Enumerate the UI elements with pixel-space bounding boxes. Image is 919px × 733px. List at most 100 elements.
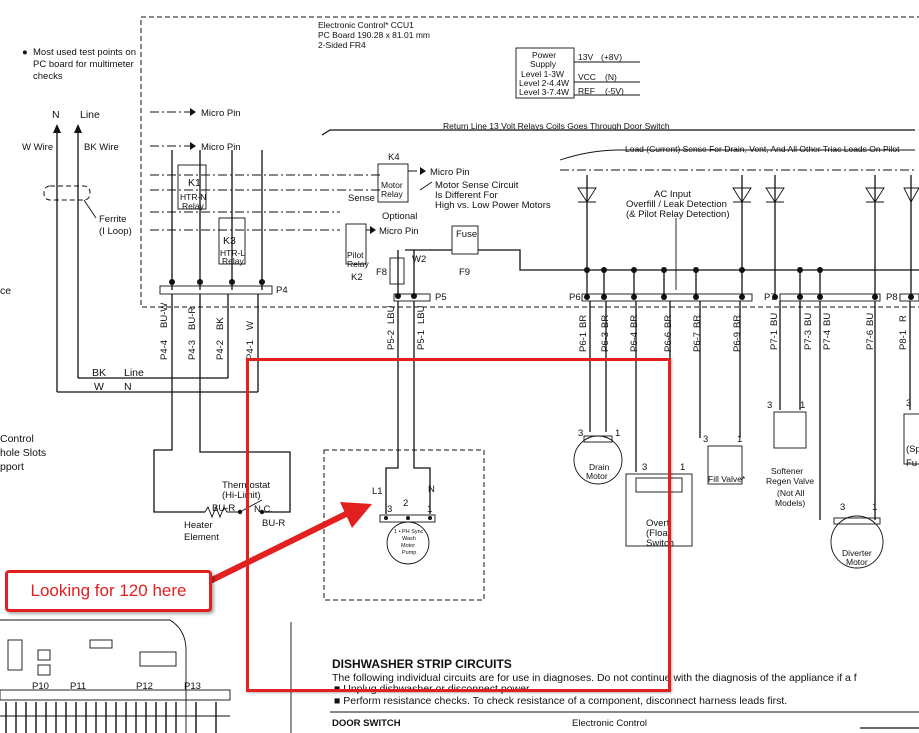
diverter-label-1: Diverter xyxy=(842,548,872,558)
softener-pin-1: 1 xyxy=(800,400,805,411)
cut-text-ce: ce xyxy=(0,285,11,297)
ps-line-3: Level 1-3W xyxy=(521,69,564,79)
pump-line-2: Wash xyxy=(402,536,416,542)
p6-label: P6 xyxy=(569,292,581,303)
note-bullet: ● xyxy=(22,47,28,58)
overfill-label-2: (Float xyxy=(646,528,671,539)
k3-label: K3 xyxy=(223,235,236,247)
control-board: Electronic Control* CCU1 PC Board 190.28… xyxy=(140,16,919,308)
f8-label: F8 xyxy=(376,267,387,278)
highlight-box xyxy=(246,358,671,692)
cut-text-pport: pport xyxy=(0,461,24,473)
pin-p5-1: P5-1 xyxy=(416,330,427,350)
pump-motor xyxy=(386,521,430,565)
pin-p6-7: P6-7 xyxy=(692,332,703,352)
p4-connector xyxy=(159,285,273,295)
motor-sense-3: High vs. Low Power Motors xyxy=(435,200,551,211)
pin-p7-3-color: BU xyxy=(803,313,814,326)
strip-col-2: Electronic Control xyxy=(572,718,647,729)
k1-relay xyxy=(177,164,207,210)
pin-p6-9: P6-9 xyxy=(732,332,743,352)
k2-box-2: Relay xyxy=(347,259,369,269)
overfill-pin-1: 1 xyxy=(680,462,685,473)
softener-pin-3: 3 xyxy=(767,400,772,411)
pin-p6-6-color: BR xyxy=(663,315,674,328)
pin-p7-3: P7-3 xyxy=(803,330,814,350)
pin-p4-4-color: BU-W xyxy=(159,303,170,328)
pin-p7-4: P7-4 xyxy=(822,330,833,350)
nc-label: N.C. xyxy=(254,504,273,515)
rail-ref-value: (-5V) xyxy=(605,86,624,96)
pin-p7-1: P7-1 xyxy=(769,330,780,350)
drain-pin-1: 1 xyxy=(615,428,620,439)
pump-pin-2: 2 xyxy=(403,498,408,509)
k1-box-2: Relay xyxy=(182,201,204,211)
pin-p6-4-color: BR xyxy=(629,315,640,328)
n2-label: N xyxy=(124,381,132,393)
motor-sense-2: Is Different For xyxy=(435,190,498,201)
ferrite-bead xyxy=(43,185,91,201)
k4-box-2: Relay xyxy=(381,189,403,199)
fill-pin-3: 3 xyxy=(703,434,708,445)
overfill-box xyxy=(625,473,693,547)
annotation-arrow xyxy=(209,502,372,583)
board-internals: Micro Pin Micro Pin K1 HTR-N Relay K3 HT… xyxy=(150,108,919,303)
ac-input-1: AC Input xyxy=(654,189,691,200)
annotation-callout: Looking for 120 here xyxy=(5,570,212,612)
pump-pin-3: 3 xyxy=(387,504,392,515)
cut-right-component: 3 (Sp Fu xyxy=(903,398,919,469)
fill-valve: 3 1 Fill Valve* xyxy=(703,434,746,485)
f8-fuse xyxy=(389,257,405,285)
pin-p6-9-color: BR xyxy=(732,315,743,328)
p6-connector xyxy=(581,293,753,302)
cut-right-pin: 3 xyxy=(906,398,911,409)
pin-p6-1: P6-1 xyxy=(578,332,589,352)
k3-box-2: Relay xyxy=(222,256,244,266)
return-line: Return Line 13 Volt Relays Coils Goes Th… xyxy=(321,121,915,171)
overfill-pin-3: 3 xyxy=(642,462,647,473)
rail-13v-value: (+8V) xyxy=(601,52,622,62)
k2-relay xyxy=(345,223,367,265)
pump-n-label: N xyxy=(428,484,435,495)
note-line-2: PC board for multimeter xyxy=(33,59,134,70)
rail-vcc: VCC xyxy=(578,72,596,82)
power-supply: Power Supply Level 1-3W Level 2-4.4W Lev… xyxy=(515,47,640,99)
drain-motor: 3 1 Drain Motor xyxy=(573,428,623,485)
k1-box-1: HTR-N xyxy=(180,192,206,202)
rail-vcc-value: (N) xyxy=(605,72,617,82)
p5-pins: P5-2 LBU P5-1 LBU xyxy=(386,301,427,440)
p7-connector xyxy=(779,293,881,302)
softener-label-2: Regen Valve xyxy=(766,476,814,486)
pin-p6-6: P6-6 xyxy=(663,332,674,352)
pump-pin-1: 1 xyxy=(427,504,432,515)
p7-pins: P7-1 BU P7-3 BU P7-4 BU P7-6 BU xyxy=(769,301,876,520)
pin-p4-2-color: BK xyxy=(215,317,226,330)
rail-ref: REF xyxy=(578,86,595,96)
pin-p7-6: P7-6 xyxy=(865,330,876,350)
pump-line-4: Pump xyxy=(402,550,416,556)
pin-p7-6-color: BU xyxy=(865,313,876,326)
bk-label: BK xyxy=(92,367,106,379)
note-line-3: checks xyxy=(33,71,63,82)
k4-box-1: Motor xyxy=(381,180,403,190)
pin-p6-7-color: BR xyxy=(692,315,703,328)
p8-pins: P8-1 R xyxy=(898,301,911,410)
bk-wire-label: BK Wire xyxy=(84,142,119,153)
fuse-label: Fuse xyxy=(456,229,477,240)
p5-label: P5 xyxy=(435,292,447,303)
pin-p6-3: P6-3 xyxy=(600,332,611,352)
drain-label-2: Motor xyxy=(586,471,608,481)
overfill-label-1: Overfi xyxy=(646,518,671,529)
softener-box xyxy=(773,411,807,449)
line-label: Line xyxy=(80,109,100,121)
line2-label: Line xyxy=(124,367,144,379)
pin-p4-1: P4-1 xyxy=(245,340,256,360)
sense-label: Sense xyxy=(348,193,375,204)
board-title-1: Electronic Control* CCU1 xyxy=(318,20,414,30)
strip-title: DISHWASHER STRIP CIRCUITS xyxy=(332,657,512,671)
overfill-switch: 3 1 Overfi (Float Switch xyxy=(625,462,693,549)
mini-p13: P13 xyxy=(184,681,201,692)
optional-label: Optional xyxy=(382,211,417,222)
pin-p5-2: P5-2 xyxy=(386,330,397,350)
